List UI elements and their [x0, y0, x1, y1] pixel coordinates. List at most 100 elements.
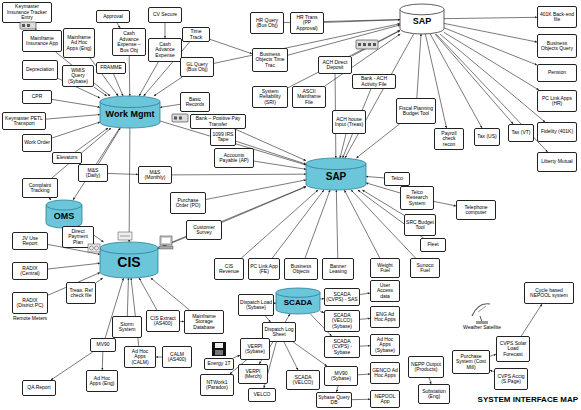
system-box: Sunoco Fuel: [410, 258, 440, 278]
disk-drive-icon: [172, 114, 188, 122]
interface-connector: [444, 28, 537, 65]
system-box: Cash Advance Expense – Bus Obj: [112, 28, 146, 56]
node-text: Work Order: [24, 140, 50, 146]
system-box: CIS Revenue: [214, 258, 244, 280]
node-text: CIS Revenue: [216, 264, 242, 275]
database-cylinder: CIS: [100, 242, 158, 278]
system-box: Business Objects: [284, 258, 318, 280]
interface-connector: [521, 304, 542, 336]
disk-drive-icon: [20, 22, 36, 29]
system-box: Weight Fuel: [370, 258, 400, 278]
interface-connector: [272, 190, 324, 258]
node-text: Mainframe Ad Hoc Apps (Eng): [65, 35, 93, 52]
interface-connector: [284, 342, 298, 370]
interface-connector: [129, 56, 131, 96]
interface-connector: [344, 190, 379, 258]
system-box: Ad Hoc Apps (Sybase): [370, 334, 400, 356]
system-box: M&S (Monthly): [138, 166, 172, 184]
system-box: System Reliability (SRI): [252, 86, 288, 108]
system-box: Depreciation: [22, 60, 58, 80]
node-text: Sybase Query DB: [318, 395, 350, 406]
system-box: CVPS Acctg (S.Page): [494, 368, 528, 390]
node-text: CPR: [32, 94, 43, 100]
system-box: SCADA (CVPS) - SAS: [324, 288, 360, 306]
interface-connector: [324, 20, 400, 23]
system-box: Pension: [537, 64, 577, 82]
interface-connector: [360, 293, 370, 294]
system-box: Tax (VT): [508, 124, 534, 142]
node-text: Treas. Ref check file: [68, 288, 94, 299]
node-text: Telco Research System: [402, 190, 432, 207]
interface-connector: [440, 34, 545, 122]
node-text: ACH Direct Deposit: [320, 60, 350, 71]
node-text: Work Mgmt: [106, 110, 155, 120]
database-cylinder: SCADA: [276, 288, 320, 314]
interface-connector: [352, 31, 400, 56]
node-text: HR Trans (PP Approval): [292, 15, 322, 32]
node-text: Dispatch Load (Sybase): [240, 300, 272, 311]
system-box: PC Link Apps (HR): [537, 90, 577, 112]
system-box: Sybase Query DB: [316, 392, 352, 408]
interface-connector: [52, 122, 100, 138]
node-text: Fiscal Planning Budget Tool: [398, 106, 434, 117]
system-box: CALM (AS400): [162, 346, 192, 368]
system-box: SCADA (VELCO) (Sybase): [324, 310, 360, 332]
system-box: CIS Extract (AS400): [146, 310, 180, 332]
node-text: WMIS Query (Sybase): [64, 68, 92, 85]
node-text: Accounts Payable (AP): [216, 153, 252, 164]
system-box: Ad Hoc Apps (Eng): [86, 370, 118, 392]
node-text: Liberty Mutual: [541, 159, 572, 165]
interface-connector: [46, 115, 100, 120]
computer-icon: [159, 236, 173, 249]
system-box: MV90: [90, 338, 116, 352]
node-text: ENG Ad Hoc Apps: [372, 312, 398, 323]
system-box: Business Objects Query: [537, 34, 577, 58]
node-text: Fidelity (401K): [541, 129, 573, 135]
system-box: SRC Budget Tool: [404, 214, 436, 236]
node-text: SCADA (VELCO) (Sybase): [326, 313, 358, 330]
node-text: 1099 IRS Tape: [212, 132, 234, 143]
interface-connector: [362, 190, 404, 215]
system-box: PC Link App (FE): [248, 258, 280, 280]
system-box: Dispatch Load (Sybase): [238, 294, 274, 316]
interface-connector: [32, 23, 36, 31]
system-box: WMIS Query (Sybase): [62, 65, 94, 87]
interface-connector: [444, 23, 537, 42]
cylinder-top: [100, 96, 160, 108]
node-text: 401K Back-end file: [539, 12, 575, 23]
node-text: Basic Records: [182, 97, 208, 108]
system-box: Bank - ACH Activity File: [352, 74, 396, 89]
disk-drive-icon: [356, 40, 378, 49]
interface-connector: [336, 190, 337, 258]
system-box: Mainframe Storage Database: [184, 310, 224, 334]
interface-connector: [98, 128, 120, 164]
node-text: SCADA (VELCO): [288, 375, 318, 386]
system-box: 1099 IRS Tape: [210, 128, 236, 146]
node-text: Direct Payment Plan: [64, 229, 92, 246]
system-box: CVPS Solar Load Forecast: [496, 336, 530, 362]
system-box: ASCII Mainframe File: [292, 86, 326, 108]
node-text: Time Track: [184, 29, 208, 40]
node-text: GENCO Ad Hoc Apps: [372, 368, 398, 379]
interface-connector: [94, 244, 100, 247]
system-box: ACH house Input (Treas): [332, 110, 366, 134]
node-text: Payroll check recon: [436, 131, 462, 148]
system-box: NTWork1 (Paradox): [200, 374, 234, 396]
interface-connector: [430, 34, 482, 128]
interface-connector: [435, 34, 513, 124]
node-text: Storm System: [114, 322, 140, 333]
interface-connector: [360, 345, 370, 346]
node-text: JV Use Report: [14, 236, 46, 247]
system-box: SCADA (VELCO): [286, 370, 320, 390]
node-text: Tax (VT): [512, 130, 531, 136]
node-text: Keymaster PETL Transport: [4, 116, 44, 127]
node-text: Keymaster Insurance Tracker Entry: [4, 4, 50, 21]
system-box: JV Use Report: [12, 232, 48, 250]
node-text: SAP: [413, 17, 432, 27]
system-box: Cycle based NEPOOL system: [524, 282, 574, 304]
database-cylinder: OMS: [46, 200, 82, 228]
interface-connector: [293, 342, 327, 366]
cylinder-top: [400, 4, 444, 15]
interface-connector: [285, 314, 290, 322]
system-box: FRAMME: [96, 62, 126, 74]
